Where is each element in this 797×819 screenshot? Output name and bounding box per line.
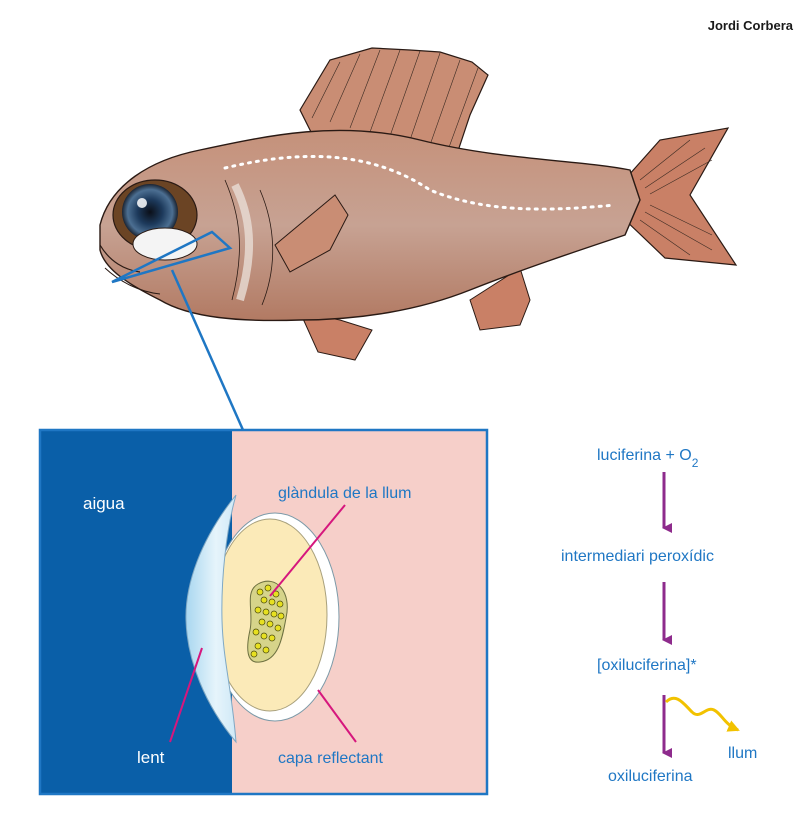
reaction-step-1: luciferina + O2 — [597, 447, 699, 470]
light-emission-arrow — [666, 698, 738, 730]
reflective-label: capa reflectant — [278, 750, 384, 767]
reaction-step-2: intermediari peroxídic — [561, 548, 714, 565]
water-label: aigua — [83, 494, 125, 513]
reaction-step-3: [oxiluciferina]* — [597, 657, 697, 674]
light-organ-diagram: aigua glàndula de la llum lent capa refl… — [40, 430, 487, 794]
lens-label: lent — [137, 748, 165, 767]
reaction-step-4: oxiluciferina — [608, 768, 693, 785]
reaction-scheme: luciferina + O2 intermediari peroxídic [… — [561, 447, 757, 785]
gland-label: glàndula de la llum — [278, 485, 411, 502]
fish-illustration — [100, 48, 736, 360]
light-label: llum — [728, 745, 757, 762]
